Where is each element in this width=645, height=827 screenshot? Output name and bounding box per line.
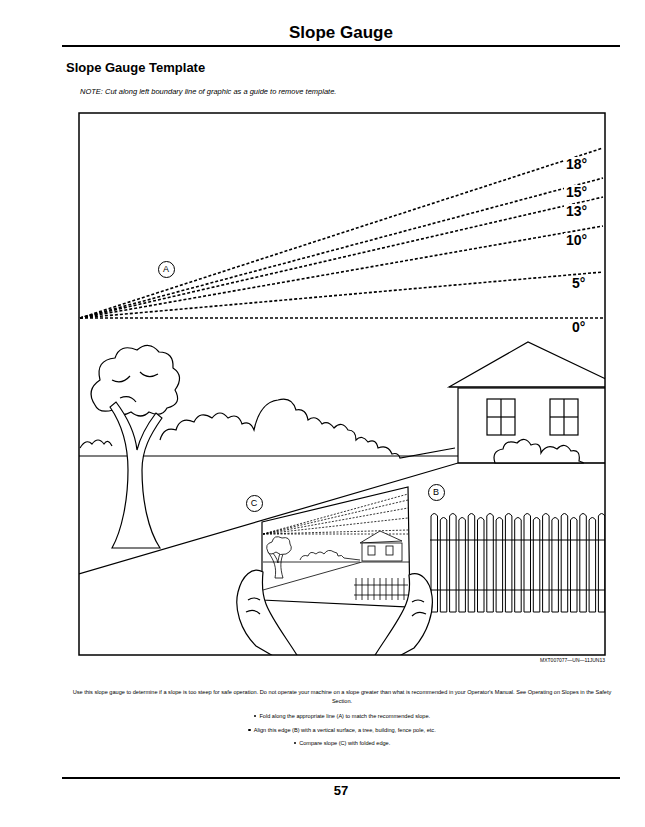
fence-picket [533, 518, 540, 613]
slope-angle: 5° [570, 276, 587, 291]
callout-circle: B [428, 484, 445, 501]
fence-picket [450, 514, 457, 613]
instruction-text: Use this slope gauge to determine if a s… [62, 688, 622, 706]
slope-angle: 10° [564, 233, 589, 248]
bullet-dot [254, 715, 257, 718]
fence-picket [561, 514, 568, 613]
callout-letter: A [163, 265, 169, 274]
callout-letter: B [433, 488, 439, 497]
section-heading: Slope Gauge Template [66, 60, 366, 76]
slope-angle: 0° [570, 320, 587, 335]
bullet-dot [248, 729, 251, 732]
instruction-bullet: Compare slope (C) with folded edge. [299, 740, 390, 746]
fence-picket [543, 514, 550, 613]
fence-picket [478, 518, 485, 613]
fence-picket [459, 518, 466, 613]
instruction-bullet: Align this edge (B) with a vertical surf… [254, 727, 436, 733]
fence-picket [515, 518, 522, 613]
slope-angle: 15° [564, 185, 589, 200]
page-title: Slope Gauge [62, 23, 620, 43]
header-rule [62, 45, 620, 47]
bullet-dot [294, 742, 297, 745]
footer-rule [62, 777, 620, 779]
note-text: NOTE: Cut along left boundary line of gr… [80, 87, 342, 96]
slope-angle: 13° [564, 204, 589, 219]
fence-picket [468, 514, 475, 613]
scene [79, 148, 605, 655]
figure-id: MXT007077—UN—11JUN13 [405, 657, 605, 663]
fence-picket [487, 514, 494, 613]
bullet-line: Compare slope (C) with folded edge. [62, 740, 622, 746]
fence-picket [580, 514, 587, 613]
fence-picket [589, 518, 596, 613]
slope-rays [80, 148, 603, 318]
instruction-bullet: Fold along the appropriate line (A) to m… [259, 713, 430, 719]
fence-picket [505, 514, 512, 613]
page-number: 57 [62, 783, 620, 799]
fence-picket [496, 518, 503, 613]
callout-letter: C [251, 499, 258, 508]
fence-picket [552, 518, 559, 613]
fence-picket [440, 518, 447, 613]
bullet-line: Fold along the appropriate line (A) to m… [62, 713, 622, 719]
slope-angle: 18° [564, 157, 589, 172]
fence-picket [524, 514, 531, 613]
bullet-line: Align this edge (B) with a vertical surf… [62, 727, 622, 733]
fence-picket [598, 514, 605, 613]
fence-picket [571, 518, 578, 613]
callout-circle: C [246, 495, 263, 512]
template-frame [79, 113, 605, 655]
callout-circle: A [158, 261, 175, 278]
